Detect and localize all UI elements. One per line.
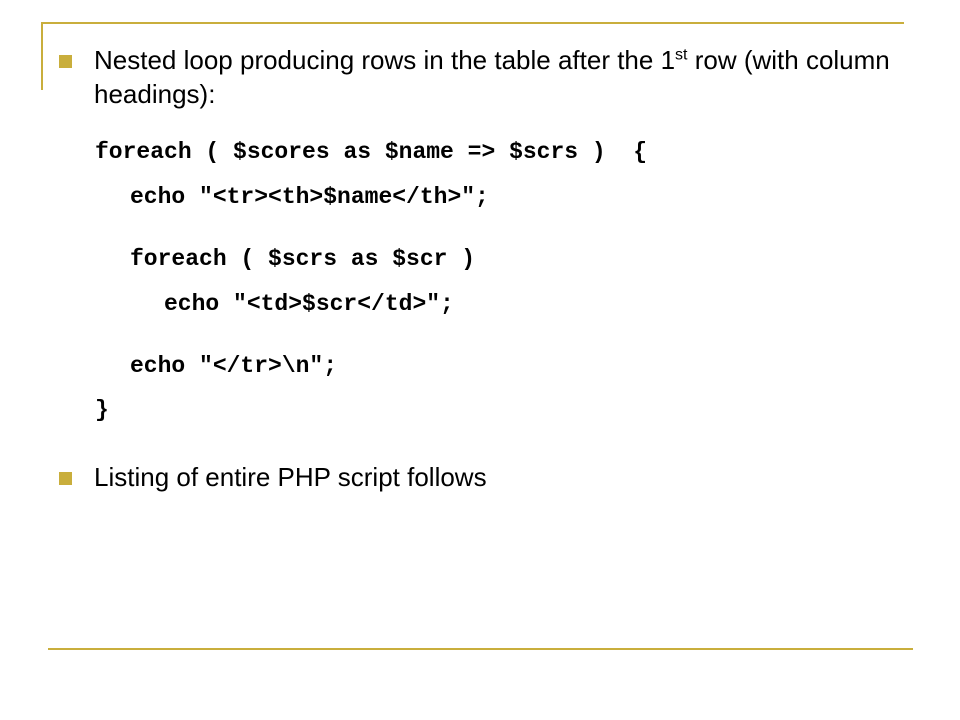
code-line-foreach-outer: foreach ( $scores as $name => $scrs ) { (95, 139, 648, 165)
left-rule-divider (41, 22, 43, 90)
bullet-text-part: row (with column headings): (94, 45, 890, 109)
code-line-echo-close-tr: echo "</tr>\n"; (130, 353, 338, 379)
square-bullet-icon (59, 472, 72, 485)
bullet-text-nested-loop: Nested loop producing rows in the table … (94, 43, 894, 111)
code-line-foreach-inner: foreach ( $scrs as $scr ) (130, 246, 476, 272)
superscript-ordinal: st (675, 46, 688, 64)
top-rule-divider (41, 22, 904, 24)
square-bullet-icon (59, 55, 72, 68)
bullet-text-listing: Listing of entire PHP script follows (94, 462, 487, 492)
bullet-text-part: Nested loop producing rows in the table … (94, 45, 676, 75)
code-line-echo-tr-th: echo "<tr><th>$name</th>"; (130, 184, 489, 210)
code-line-closing-brace: } (95, 397, 109, 423)
bottom-rule-divider (48, 648, 913, 650)
code-line-echo-td: echo "<td>$scr</td>"; (164, 291, 454, 317)
